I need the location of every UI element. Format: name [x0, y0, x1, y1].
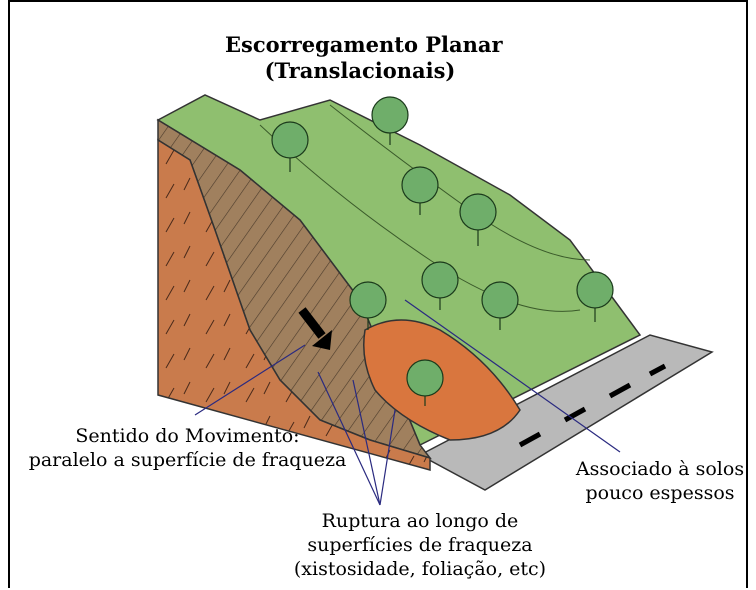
soils-label-line-1: Associado à solos [575, 458, 745, 480]
tree-icon [576, 271, 614, 322]
trees [271, 96, 614, 406]
diagram-frame [8, 0, 748, 588]
soils-label: Associado à solos pouco espessos [575, 458, 745, 506]
rupture-label-line-2: superfícies de fraqueza [307, 533, 533, 556]
road [418, 334, 714, 491]
tree-icon [271, 121, 309, 172]
leader-lines [194, 299, 621, 506]
rupture-label: Ruptura ao longo de superfícies de fraqu… [270, 510, 570, 581]
tree-icon [371, 96, 409, 145]
title-line-1: Escorregamento Planar [225, 32, 503, 57]
rupture-leader-1 [317, 371, 381, 506]
tree-icon [459, 193, 497, 246]
rupture-label-line-3: (xistosidade, foliação, etc) [293, 557, 547, 580]
movement-label: Sentido do Movimento: paralelo a superfí… [20, 425, 355, 473]
movement-arrow [298, 307, 332, 350]
tree-icon [406, 359, 444, 406]
soils-label-line-2: pouco espessos [585, 481, 735, 504]
diagram-title: Escorregamento Planar (Translacionais) [225, 32, 503, 85]
soils-leader [404, 299, 621, 453]
title-line-2: (Translacionais) [264, 58, 456, 84]
tree-icon [421, 261, 459, 310]
rupture-leader-3 [379, 409, 396, 506]
rock-block [157, 138, 431, 471]
movement-label-line-2: paralelo a superfície de fraqueza [28, 448, 347, 471]
tree-icon [349, 281, 387, 330]
movement-label-line-1: Sentido do Movimento: [75, 425, 300, 447]
tree-icon [401, 166, 439, 215]
movement-leader [194, 344, 306, 416]
rupture-label-line-1: Ruptura ao longo de [321, 510, 519, 532]
tree-icon [481, 281, 519, 330]
rupture-leader-2 [352, 379, 381, 506]
